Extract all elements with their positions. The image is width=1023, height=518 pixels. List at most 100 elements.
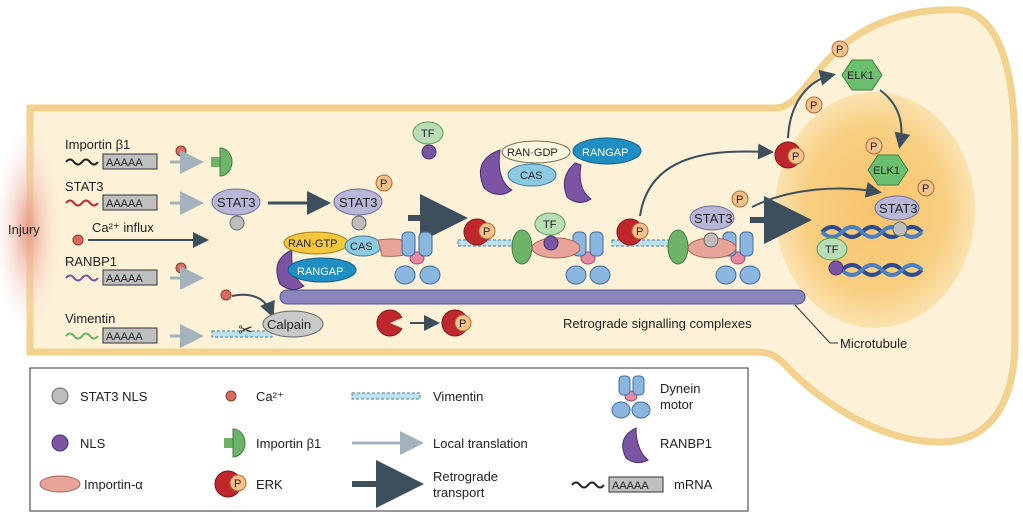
- stat3-label: STAT3: [879, 201, 918, 216]
- phosphate-icon: [831, 40, 849, 58]
- phosphate-icon: [865, 137, 883, 155]
- ranbp1-icon: [480, 149, 513, 195]
- polyA-icon: [608, 476, 664, 493]
- calcium-ion: [72, 234, 84, 246]
- stat3-nls-icon: [703, 232, 719, 248]
- polyA-tail: [102, 327, 158, 344]
- phosphate-icon: [787, 147, 805, 165]
- calcium-icon: [225, 390, 237, 402]
- polyA-label: AAAAA: [106, 273, 143, 285]
- mrna-label-importin-b1: Importin β1: [65, 137, 130, 152]
- phosphate-label: P: [459, 318, 466, 330]
- mrna-label-vimentin: Vimentin: [65, 311, 115, 326]
- rangap-protein: RANGAP: [572, 137, 642, 165]
- legend: STAT3 NLS NLS Importin-α Ca²⁺ Importin β…: [29, 367, 749, 512]
- cas-label: CAS: [520, 170, 543, 182]
- dna-helix: [840, 263, 924, 277]
- scissors-icon: ✂: [238, 320, 253, 340]
- calcium-ion: [175, 262, 187, 274]
- tf-label: TF: [543, 219, 557, 231]
- calpain-cleavage: ✂ Calpain: [211, 293, 324, 340]
- legend-ca: Ca²⁺: [256, 389, 284, 404]
- legend-dynein-line1: Dynein: [660, 381, 700, 396]
- phosphate-icon: [375, 174, 393, 192]
- elk1-protein: ELK1 P: [831, 40, 883, 91]
- stat3-protein: STAT3: [211, 188, 261, 231]
- stat3-label: STAT3: [339, 195, 378, 210]
- ran-gtp-label: RAN·GTP: [288, 238, 338, 250]
- polyA-label: AAAAA: [106, 157, 143, 169]
- phosphate-label: P: [380, 178, 387, 190]
- importin-b1-icon: [667, 229, 689, 265]
- stat3-nls-icon: [351, 215, 367, 231]
- nls-icon: [828, 260, 844, 276]
- nls-icon: [543, 235, 559, 251]
- importin-b1-icon: [511, 229, 533, 265]
- stat3-nls-icon: [229, 215, 245, 231]
- microtubule-leader: [794, 304, 831, 344]
- elk1-import-arrow: [879, 89, 911, 149]
- dynein-icon: [611, 375, 651, 419]
- erk-activation: P: [376, 309, 472, 337]
- nls-icon: [421, 144, 437, 160]
- nls-icon: [51, 434, 69, 452]
- vimentin-filament: [211, 330, 273, 338]
- phosphate-label: P: [836, 44, 843, 56]
- legend-dynein-line2: motor: [660, 397, 694, 412]
- stat3-nls-icon: [892, 221, 908, 237]
- legend-ranbp1: RANBP1: [660, 436, 712, 451]
- phosphate-label: P: [636, 226, 643, 238]
- ranbp1-icon: [563, 162, 592, 203]
- polyA-label: AAAAA: [612, 480, 649, 492]
- mrna-vimentin: Vimentin AAAAA: [65, 311, 158, 344]
- retrograde-complexes-label: Retrograde signalling complexes: [563, 316, 752, 331]
- mrna-importin-b1: Importin β1 AAAAA: [65, 137, 158, 170]
- mrna-stat3: STAT3 AAAAA: [65, 179, 158, 211]
- injury-zone: [0, 125, 62, 335]
- legend-stat3-nls: STAT3 NLS: [80, 389, 148, 404]
- rangap-label: RANGAP: [582, 147, 628, 159]
- mrna-ranbp1: RANBP1 AAAAA: [65, 254, 158, 286]
- transcription-factor: TF: [412, 121, 444, 160]
- phosphate-icon: [731, 190, 749, 208]
- phosphate-icon: [478, 222, 496, 240]
- legend-local-translation: Local translation: [433, 436, 528, 451]
- ran-gdp-complex: RAN·GDP CAS: [480, 140, 571, 195]
- polyA-tail: [102, 269, 158, 286]
- calcium-ion: [175, 145, 187, 157]
- stat3-label: STAT3: [217, 195, 256, 210]
- importin-b1-icon: [224, 428, 246, 458]
- legend-nls: NLS: [80, 436, 106, 451]
- ranbp1-icon: [622, 427, 649, 464]
- polyA-label: AAAAA: [106, 331, 143, 343]
- legend-mrna: mRNA: [674, 477, 713, 492]
- legend-importin-b1: Importin β1: [256, 436, 321, 451]
- injury-label: Injury: [8, 222, 40, 237]
- phosphate-icon: [631, 222, 649, 240]
- ran-gtp-complex: RAN·GTP CAS RANGAP: [276, 231, 415, 290]
- phosphate-label: P: [792, 151, 799, 163]
- polyA-label: AAAAA: [106, 198, 143, 210]
- mrna-wave: [65, 274, 99, 282]
- tf-nuclear: TF: [816, 237, 848, 276]
- stat3-nls-icon: [51, 387, 69, 405]
- mrna-icon: [571, 481, 605, 489]
- erk-curve-arrow: [639, 143, 774, 217]
- phosphate-label: P: [234, 478, 241, 490]
- ran-gdp-label: RAN·GDP: [507, 147, 558, 159]
- legend-retrograde-line2: transport: [433, 485, 485, 500]
- microtubule: [279, 289, 806, 305]
- erk-to-elk1-arrow: [787, 69, 836, 139]
- tf-label: TF: [421, 128, 435, 140]
- calcium-ion: [220, 289, 232, 301]
- elk1-label: ELK1: [847, 70, 874, 82]
- cas-label: CAS: [350, 241, 373, 253]
- polyA-tail: [102, 153, 158, 170]
- tf-label: TF: [825, 244, 839, 256]
- stat3-label: STAT3: [694, 211, 733, 226]
- microtubule-label: Microtubule: [840, 336, 907, 351]
- mrna-wave: [65, 332, 99, 340]
- importin-b1-icon: [211, 147, 233, 177]
- mrna-wave: [65, 199, 99, 207]
